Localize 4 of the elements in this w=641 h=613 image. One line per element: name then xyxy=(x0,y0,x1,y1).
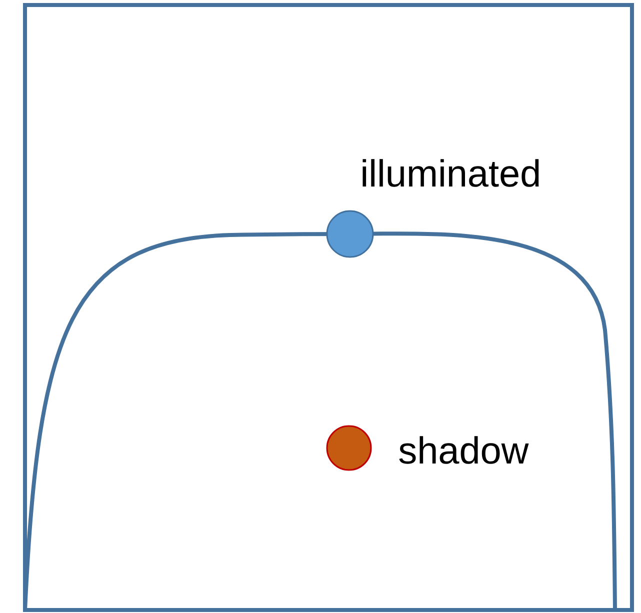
dot-label: illuminated xyxy=(362,159,539,187)
dot xyxy=(326,210,374,258)
dot-label: shadow xyxy=(399,436,529,464)
dot xyxy=(326,425,372,471)
